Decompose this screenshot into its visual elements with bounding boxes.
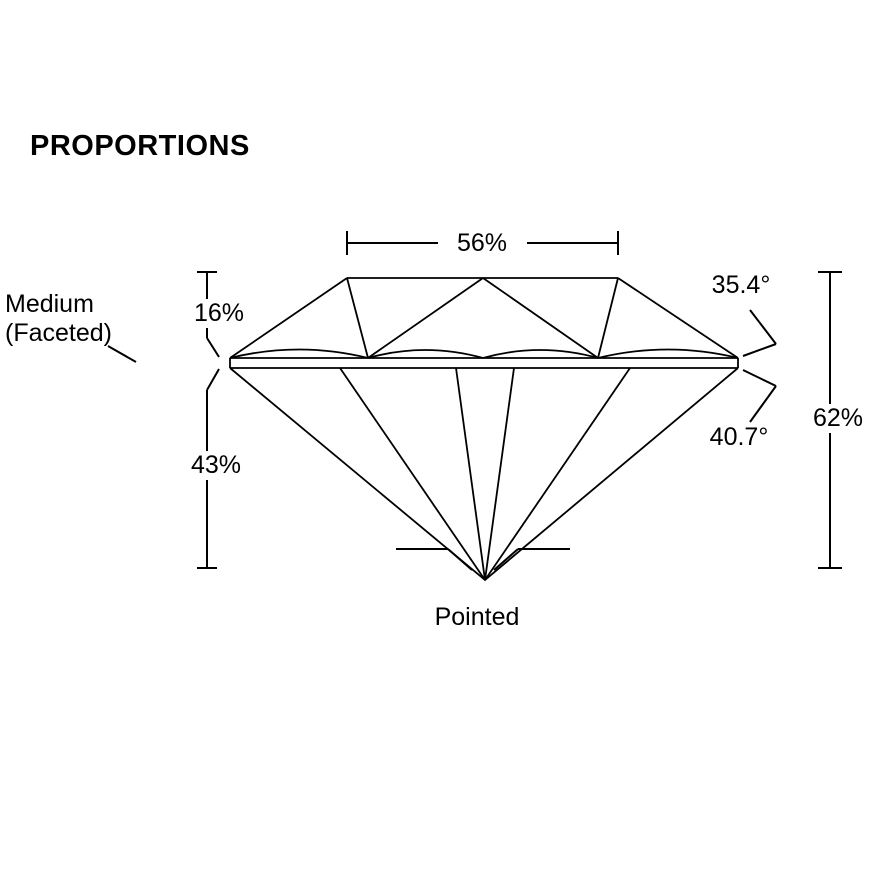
girdle-leader [107, 345, 137, 363]
dimension-lines [107, 231, 842, 571]
table-size-label: 56% [456, 229, 508, 257]
pavilion-depth-label: 43% [186, 451, 246, 480]
total-depth-label: 62% [808, 404, 868, 433]
girdle-label-line1: Medium [5, 290, 94, 318]
girdle-label-line2: (Faceted) [5, 319, 112, 347]
pavilion-angle-label: 40.7° [709, 423, 769, 451]
pavilion-facets [339, 367, 631, 581]
crown-angle-label: 35.4° [711, 271, 771, 299]
diamond-outline [229, 277, 739, 582]
crown-height-label: 16% [189, 299, 249, 328]
page-title: PROPORTIONS [30, 130, 250, 162]
culet-label: Pointed [434, 603, 520, 631]
crown-facets [229, 277, 739, 359]
